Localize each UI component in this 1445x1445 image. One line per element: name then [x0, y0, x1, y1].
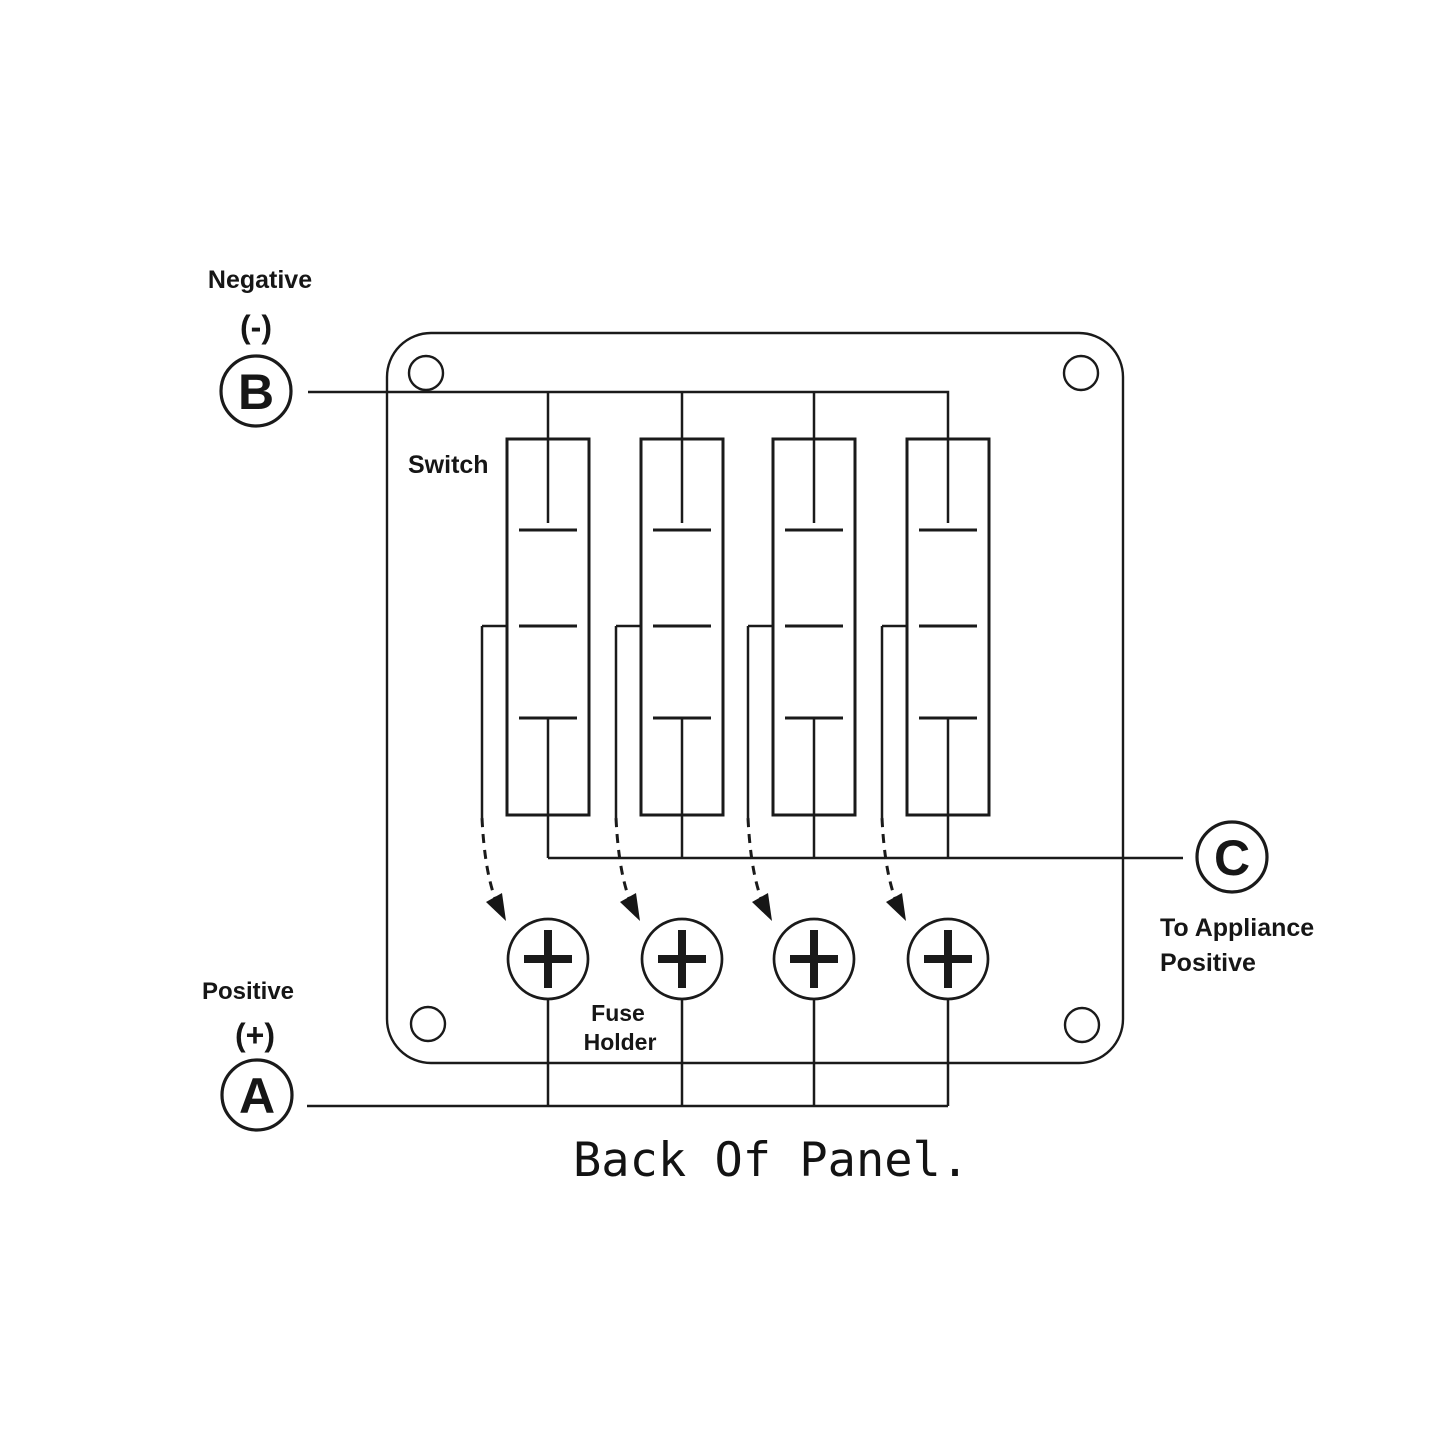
mounting-hole-top-right [1062, 354, 1100, 392]
terminal-c-letter: C [1214, 830, 1250, 886]
positive-label: Positive [202, 978, 294, 1005]
negative-label: Negative [208, 266, 312, 294]
switch-4-arrowhead-icon [886, 893, 906, 921]
switch-3 [746, 437, 857, 921]
mounting-hole-bottom-left [409, 1005, 447, 1043]
mounting-hole-top-left [407, 354, 445, 392]
panel-outline-group [385, 331, 1125, 1065]
terminal-appliance-group: C To Appliance Positive [1160, 820, 1314, 977]
switch-label: Switch [408, 451, 489, 479]
mounting-hole-bottom-right [1063, 1006, 1101, 1044]
negative-symbol: (-) [240, 309, 272, 345]
negative-bus [308, 390, 950, 523]
switch-4 [880, 437, 991, 921]
fuse-holder-2 [640, 917, 724, 1106]
fuse-holders: Fuse Holder [506, 917, 990, 1106]
appliance-label-line2: Positive [1160, 949, 1256, 977]
fuse-holder-2-plus-icon [658, 930, 706, 988]
fuse-holder-4 [906, 917, 990, 1106]
fuse-holder-label-line2: Holder [584, 1029, 657, 1055]
fuse-holder-3 [772, 917, 856, 1106]
panel-outline [385, 331, 1125, 1065]
positive-symbol: (+) [235, 1017, 275, 1053]
terminal-b-circle [219, 354, 293, 428]
switch-1 [480, 437, 591, 921]
switch-2-arrowhead-icon [620, 893, 640, 921]
negative-bus-wires [308, 390, 950, 523]
diagram-title: Back Of Panel. [573, 1133, 969, 1188]
terminal-negative-group: Negative (-) B [208, 266, 312, 428]
terminal-b-letter: B [238, 364, 274, 420]
terminal-a-circle [220, 1058, 294, 1132]
fuse-holder-label-line1: Fuse [591, 1000, 645, 1026]
switch-2 [614, 437, 725, 921]
switch-1-arrowhead-icon [486, 893, 506, 921]
fuse-holder-1-plus-icon [524, 930, 572, 988]
terminal-positive-group: Positive (+) A [202, 978, 294, 1132]
fuse-holder-1 [506, 917, 590, 1106]
diagram-root: Negative (-) B Switch [202, 266, 1314, 1188]
terminal-c-circle [1195, 820, 1269, 894]
fuse-holder-3-plus-icon [790, 930, 838, 988]
terminal-a-letter: A [239, 1068, 275, 1124]
fuse-holder-4-plus-icon [924, 930, 972, 988]
appliance-label-line1: To Appliance [1160, 914, 1314, 942]
switch-3-arrowhead-icon [752, 893, 772, 921]
